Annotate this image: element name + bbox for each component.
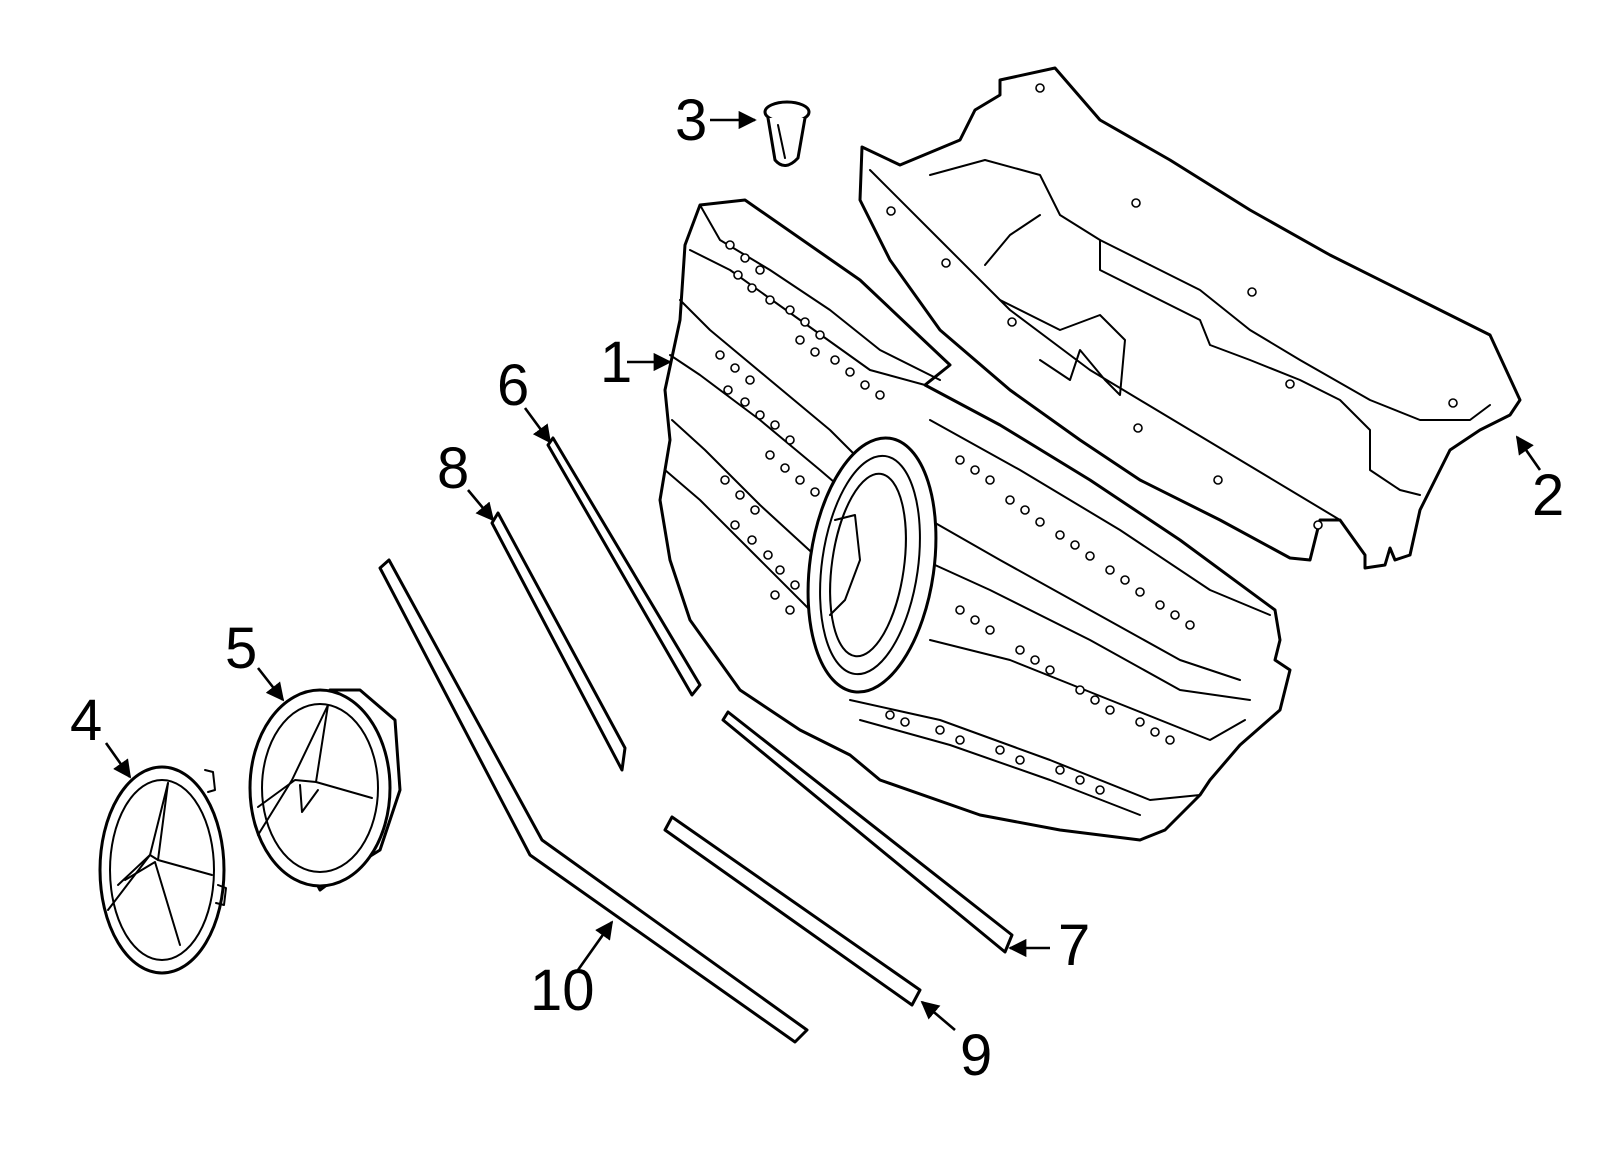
emblem-carrier	[248, 688, 402, 892]
upper-air-duct-panel	[858, 66, 1522, 570]
leader-6	[523, 407, 552, 444]
leader-2	[1515, 435, 1542, 471]
callout-9: 9	[960, 1023, 992, 1088]
grille-perforations	[715, 240, 1195, 795]
leader-9	[920, 1000, 956, 1031]
callout-2: 2	[1532, 463, 1564, 528]
trim-strip-6	[546, 436, 702, 697]
leader-5	[256, 667, 285, 702]
callout-8: 8	[437, 436, 469, 501]
trim-strip-7	[721, 710, 1014, 954]
callout-4: 4	[70, 688, 102, 753]
callout-6: 6	[497, 353, 529, 418]
callout-10: 10	[530, 958, 595, 1023]
trim-strip-9	[663, 815, 922, 1007]
callout-5: 5	[225, 616, 257, 681]
leader-10	[576, 920, 614, 971]
trim-strip-8	[490, 511, 627, 772]
leader-4	[104, 742, 132, 779]
star-emblem	[98, 765, 227, 975]
callout-1: 1	[600, 330, 632, 395]
leader-8	[467, 489, 495, 522]
push-clip	[763, 100, 811, 167]
callout-7: 7	[1058, 913, 1090, 978]
callout-3: 3	[675, 88, 707, 153]
molding-strip-10	[378, 558, 809, 1044]
leader-arrows	[104, 110, 1542, 1031]
grille-assembly	[658, 198, 1292, 842]
